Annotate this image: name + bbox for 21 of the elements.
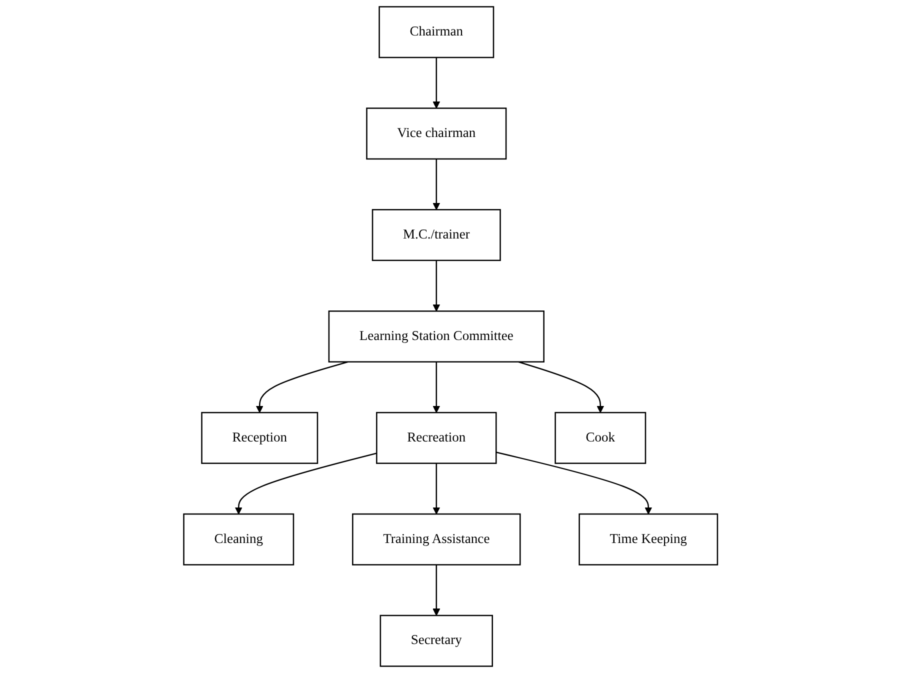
arrow [433,260,440,312]
node-box: Vice chairman [366,108,508,160]
node-box: Learning Station Committee [328,310,545,362]
arrow [256,361,349,413]
node-box: Reception [202,412,318,464]
arrow [433,564,440,616]
node-box: Cleaning [184,513,294,566]
arrow [433,158,440,210]
node-box: Training Assistance [352,513,522,566]
arrow [235,452,378,514]
arrow [518,361,604,413]
arrow [433,362,440,413]
node-box: Chairman [379,6,495,58]
node-box: Cook [555,412,646,464]
arrow [433,58,440,109]
node-box: Recreation [376,412,498,464]
arrow [496,452,652,514]
node-box: M.C./trainer [372,209,502,262]
node-box: Time Keeping [579,513,718,566]
node-box: Secretary [380,614,494,667]
arrow [433,463,440,514]
